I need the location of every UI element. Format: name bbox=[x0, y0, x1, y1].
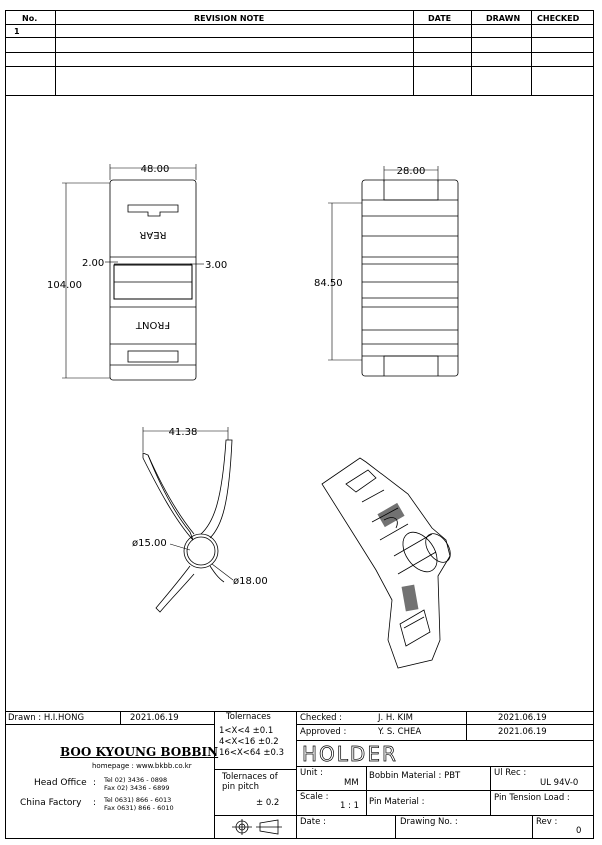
part-name: HOLDER bbox=[302, 742, 398, 765]
china-factory-fax: Fax 0631) 866 - 6010 bbox=[104, 804, 174, 812]
projection-symbol-icon bbox=[232, 819, 282, 835]
pin-tension-load: Pin Tension Load : bbox=[494, 793, 570, 803]
header-drawn: DRAWN bbox=[486, 14, 521, 23]
drawn-label: Drawn : H.I.HONG bbox=[8, 713, 85, 723]
rev-value: 0 bbox=[576, 826, 582, 836]
dim-side-height: 84.50 bbox=[314, 278, 343, 289]
checked-date: 2021.06.19 bbox=[498, 713, 547, 723]
tolerance-2: 4<X<16 ±0.2 bbox=[219, 737, 279, 747]
approved-date: 2021.06.19 bbox=[498, 727, 547, 737]
profile-view: 41.38 ø15.00 ø18.00 bbox=[132, 427, 268, 613]
checked-by: J. H. KIM bbox=[378, 713, 413, 723]
drawing-sheet bbox=[5, 10, 594, 839]
pin-material: Pin Material : bbox=[369, 797, 425, 807]
pin-pitch-value: ± 0.2 bbox=[256, 798, 280, 808]
tolerance-3: 16<X<64 ±0.3 bbox=[219, 748, 285, 758]
china-factory-label: China Factory bbox=[20, 798, 82, 808]
drawn-date: 2021.06.19 bbox=[130, 713, 179, 723]
pin-pitch-title: Tolernaces of pin pitch bbox=[222, 772, 278, 792]
header-revision-note: REVISION NOTE bbox=[194, 14, 265, 23]
part-name-text: HOLDER bbox=[302, 742, 398, 765]
rev-label: Rev : bbox=[536, 817, 558, 827]
front-view: REAR FRONT 48.00 104.00 2.00 3.00 bbox=[47, 164, 227, 381]
technical-drawing: REAR FRONT 48.00 104.00 2.00 3.00 bbox=[47, 164, 459, 669]
homepage: homepage : www.bkbb.co.kr bbox=[92, 762, 192, 770]
scale-value: 1 : 1 bbox=[340, 801, 360, 811]
dim-gap-left: 2.00 bbox=[82, 258, 104, 269]
bobbin-material: Bobbin Material : PBT bbox=[369, 771, 461, 781]
header-date: DATE bbox=[428, 14, 452, 23]
scale-label: Scale : bbox=[300, 792, 329, 802]
side-view: 28.00 84.50 bbox=[314, 166, 459, 377]
header-checked: CHECKED bbox=[537, 14, 580, 23]
isometric-view bbox=[321, 457, 451, 669]
dim-side-width: 28.00 bbox=[397, 166, 426, 177]
dim-gap-right: 3.00 bbox=[205, 260, 227, 271]
tolerances-title: Tolernaces bbox=[226, 712, 271, 722]
rear-label: REAR bbox=[139, 229, 166, 240]
head-office-fax: Fax 02) 3436 - 6899 bbox=[104, 784, 170, 792]
ul-rec-label: Ul Rec : bbox=[494, 768, 527, 778]
ul-rec-value: UL 94V-0 bbox=[540, 778, 579, 788]
unit-value: MM bbox=[344, 778, 359, 788]
dim-inner-diameter: ø15.00 bbox=[132, 538, 167, 549]
unit-label: Unit : bbox=[300, 768, 323, 778]
dim-profile-width: 41.38 bbox=[169, 427, 198, 438]
china-factory-tel: Tel 0631) 866 - 6013 bbox=[104, 796, 172, 804]
header-no: No. bbox=[22, 14, 38, 23]
dim-front-width: 48.00 bbox=[141, 164, 170, 175]
approved-by: Y. S. CHEA bbox=[378, 727, 422, 737]
dim-outer-diameter: ø18.00 bbox=[233, 576, 268, 587]
approved-label: Approved : bbox=[300, 727, 347, 737]
revision-row-1-no: 1 bbox=[14, 27, 20, 36]
dim-front-height: 104.00 bbox=[47, 280, 82, 291]
drawing-number: Drawing No. : bbox=[400, 817, 458, 827]
tolerance-1: 1<X<4 ±0.1 bbox=[219, 726, 274, 736]
front-label: FRONT bbox=[135, 319, 170, 330]
checked-label: Checked : bbox=[300, 713, 343, 723]
head-office-label: Head Office bbox=[34, 778, 87, 788]
company-name: BOO KYOUNG BOBBIN bbox=[60, 745, 219, 759]
head-office-tel: Tel 02) 3436 - 0898 bbox=[104, 776, 168, 784]
date-label: Date : bbox=[300, 817, 326, 827]
